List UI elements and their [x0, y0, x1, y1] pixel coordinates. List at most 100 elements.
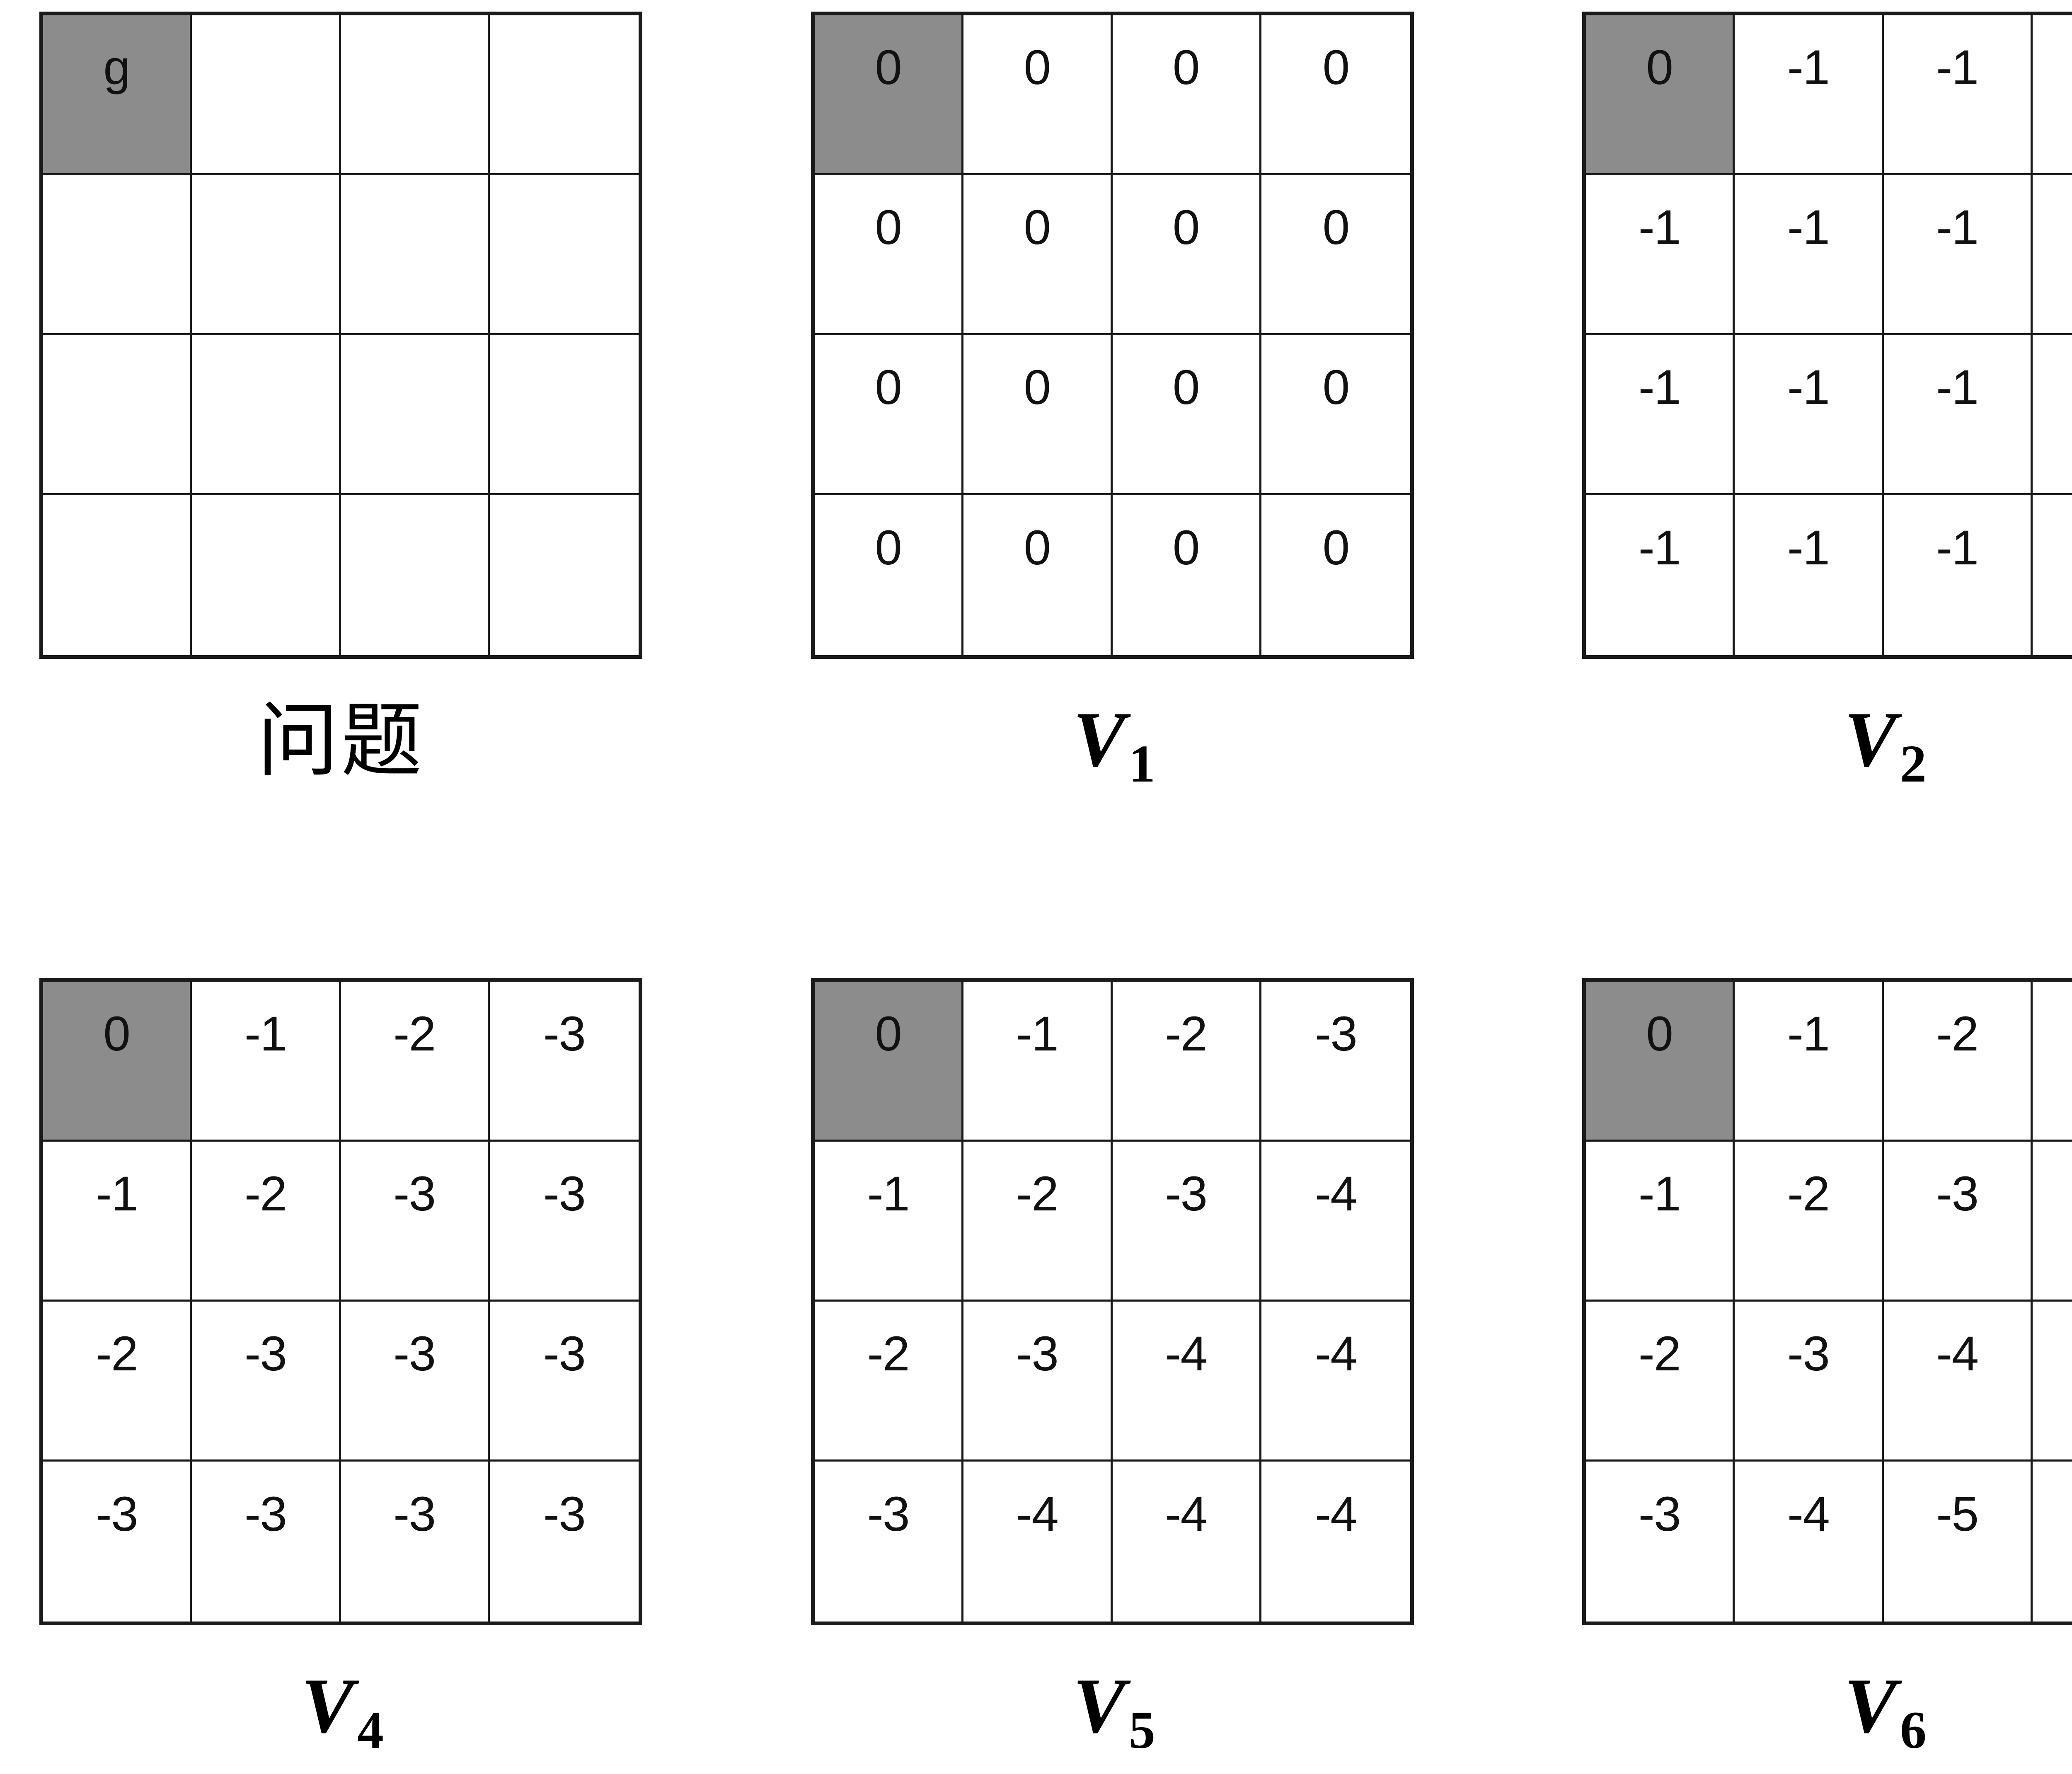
cell-value: -3	[543, 1166, 586, 1221]
grid-cell: -3	[1112, 1142, 1261, 1302]
grid-cell: -1	[192, 982, 341, 1142]
grid-cell: -2	[1586, 1302, 1735, 1462]
panel-caption: 问题	[39, 700, 642, 782]
cell-value: -1	[1787, 360, 1830, 415]
cell-value: -4	[1314, 1487, 1358, 1542]
grid-cell: -2	[1883, 982, 2033, 1142]
caption-symbol: V	[1844, 1663, 1897, 1750]
grid-cell: -1	[2032, 335, 2072, 495]
grid-cell: -1	[1586, 1142, 1735, 1302]
grid-cell: 0	[1112, 335, 1261, 495]
grid-cell: 0	[1261, 495, 1410, 655]
cell-value: -1	[1638, 1166, 1681, 1221]
cell-value: -2	[867, 1326, 910, 1381]
grid-cell	[192, 495, 341, 655]
cell-value: -3	[244, 1326, 287, 1381]
grid-cell: -3	[489, 1462, 639, 1622]
grid-cell	[341, 15, 490, 175]
grid-cell	[192, 335, 341, 495]
grid-cell	[43, 335, 192, 495]
cell-value: -3	[543, 1487, 586, 1542]
grid-cell: -1	[1735, 982, 1884, 1142]
cell-value: -1	[1638, 200, 1681, 255]
cell-value: -4	[1165, 1326, 1208, 1381]
caption-symbol: V	[301, 1663, 354, 1750]
grid-cell: -5	[2032, 1462, 2072, 1622]
grid-cell: -1	[2032, 175, 2072, 335]
cell-value: -3	[244, 1487, 287, 1542]
panel-caption: V6	[1582, 1667, 2072, 1757]
cell-value: -1	[867, 1166, 910, 1221]
grid-cell: 0	[963, 15, 1113, 175]
cell-value: -4	[2033, 1169, 2072, 1218]
caption-subscript: 4	[357, 1701, 384, 1759]
grid-cell: 0	[1586, 15, 1735, 175]
grid-cell: -1	[1735, 335, 1884, 495]
cell-value: -3	[543, 1006, 586, 1061]
cell-value: 0	[103, 1006, 131, 1061]
grid-cell: 0	[1586, 982, 1735, 1142]
grid-cell: -1	[1883, 175, 2033, 335]
grid-cell: 0	[1112, 15, 1261, 175]
grid-cell: -2	[341, 982, 490, 1142]
cell-value: -1	[1787, 40, 1830, 95]
cell-value: -1	[1787, 200, 1830, 255]
cell-value: 0	[875, 1006, 902, 1061]
grid-cell: 0	[1112, 495, 1261, 655]
grid-cell: -2	[815, 1302, 964, 1462]
grid-cell	[43, 495, 192, 655]
cell-value: 0	[1024, 200, 1051, 255]
grid-cell: -1	[1735, 495, 1884, 655]
cell-value: -3	[1165, 1166, 1208, 1221]
grid-cell: -4	[1261, 1302, 1410, 1462]
grid-cell: -1	[1735, 15, 1884, 175]
cell-value: 0	[1172, 200, 1200, 255]
cell-value: 0	[1322, 40, 1350, 95]
cell-value: 0	[1024, 520, 1051, 576]
cell-value: -3	[867, 1487, 910, 1542]
caption-subscript: 2	[1900, 734, 1927, 793]
cell-value: 0	[1322, 360, 1350, 415]
panel-caption: V1	[811, 700, 1414, 790]
cell-value: -1	[1936, 520, 1979, 576]
grid-cell: 0	[1112, 175, 1261, 335]
cell-value: -1	[1936, 360, 1979, 415]
cell-value: -1	[1638, 360, 1681, 415]
cell-value: -1	[2033, 363, 2072, 412]
grid-cell: 0	[963, 175, 1113, 335]
grid-cell: -3	[1883, 1142, 2033, 1302]
grid-cell: 0	[815, 15, 964, 175]
grid-v5: 0-1-2-3-1-2-3-4-2-3-4-4-3-4-4-4	[811, 978, 1414, 1625]
cell-value: -2	[1787, 1166, 1830, 1221]
cell-value: 0	[1322, 200, 1350, 255]
cell-value: 0	[1646, 40, 1673, 95]
grid-cell: 0	[1261, 15, 1410, 175]
cell-value: -4	[1314, 1326, 1358, 1381]
grid-cell: -5	[2032, 1302, 2072, 1462]
cell-value: 0	[1024, 360, 1051, 415]
grid-cell: 0	[815, 495, 964, 655]
cell-value: -1	[2033, 203, 2072, 252]
cell-value: 0	[1172, 40, 1200, 95]
caption-subscript: 1	[1128, 734, 1155, 793]
cell-value: 0	[875, 40, 902, 95]
grid-cell: -4	[1261, 1462, 1410, 1622]
grid-cell	[192, 15, 341, 175]
cell-value: -3	[1314, 1006, 1358, 1061]
grid-cell: -3	[341, 1302, 490, 1462]
grid-cell: -3	[1586, 1462, 1735, 1622]
panel-caption: V5	[811, 1667, 1414, 1757]
panel-caption: V4	[39, 1667, 642, 1757]
grid-cell: -4	[1261, 1142, 1410, 1302]
cell-value: 0	[1024, 40, 1051, 95]
grid-cell: -4	[1112, 1462, 1261, 1622]
grid-cell: -3	[1735, 1302, 1884, 1462]
cell-value: 0	[1322, 520, 1350, 576]
cell-value: g	[103, 40, 131, 95]
caption-subscript: 5	[1128, 1701, 1155, 1759]
cell-value: -1	[1787, 1006, 1830, 1061]
cell-value: -4	[1936, 1326, 1979, 1381]
